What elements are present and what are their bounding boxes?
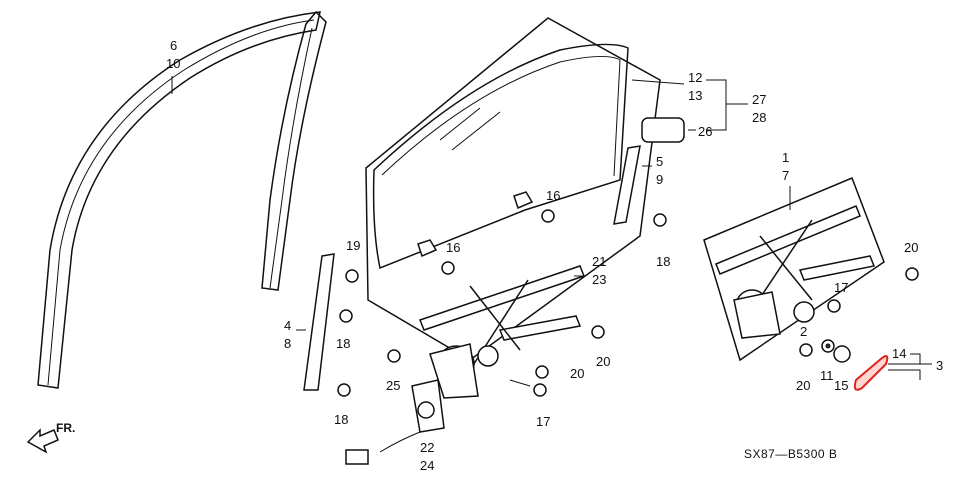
washer-inner (825, 343, 831, 349)
callout-22: 22 (420, 440, 434, 455)
diagram-reference-code: SX87—B5300 B (744, 447, 837, 461)
callout-7: 7 (782, 168, 789, 183)
callout-5: 5 (656, 154, 663, 169)
callout-17a: 17 (536, 414, 550, 429)
rear-run-channel (613, 145, 641, 225)
front-direction-label: FR. (56, 421, 75, 435)
callout-2: 2 (800, 324, 807, 339)
bolt-20c (905, 267, 919, 281)
power-window-regulator-right (703, 177, 885, 362)
roller-guide-highlighted (853, 355, 889, 391)
callout-24: 24 (420, 458, 434, 473)
glass-seal-piece (641, 117, 685, 143)
callout-16a: 16 (546, 188, 560, 203)
lower-run-channel (303, 253, 335, 391)
callout-25: 25 (386, 378, 400, 393)
bolt-18a (339, 309, 353, 323)
callout-16b: 16 (446, 240, 460, 255)
callout-18a: 18 (336, 336, 350, 351)
bolt-16b (441, 261, 455, 275)
callout-21: 21 (592, 254, 606, 269)
leader-lines (171, 76, 932, 387)
callout-3: 3 (936, 358, 943, 373)
front-direction-indicator: FR. (26, 421, 75, 454)
callout-20c: 20 (904, 240, 918, 255)
callout-17b: 17 (834, 280, 848, 295)
callout-15: 15 (834, 378, 848, 393)
bolt-19 (345, 269, 359, 283)
power-window-regulator-left (419, 265, 585, 399)
callout-20a: 20 (596, 354, 610, 369)
callout-26: 26 (698, 124, 712, 139)
callout-14: 14 (892, 346, 906, 361)
door-glass-panel (365, 17, 661, 361)
callout-9: 9 (656, 172, 663, 187)
bolt-18c (653, 213, 667, 227)
callout-12: 12 (688, 70, 702, 85)
callout-10: 10 (166, 56, 180, 71)
bolt-16a (541, 209, 555, 223)
front-arrow-icon (26, 428, 59, 454)
bolt-17a (533, 383, 547, 397)
callout-18c: 18 (656, 254, 670, 269)
callout-4: 4 (284, 318, 291, 333)
callout-23: 23 (592, 272, 606, 287)
callout-labels: 6 10 12 13 27 28 26 5 9 1 7 16 16 19 18 … (166, 38, 943, 473)
callout-19: 19 (346, 238, 360, 253)
bolt-25 (387, 349, 401, 363)
callout-20b: 20 (570, 366, 584, 381)
callout-8: 8 (284, 336, 291, 351)
callout-20d: 20 (796, 378, 810, 393)
callout-18b: 18 (334, 412, 348, 427)
bolt-20b (535, 365, 549, 379)
door-run-channel (37, 10, 327, 389)
callout-11: 11 (820, 368, 834, 383)
callout-6: 6 (170, 38, 177, 53)
bolt-17b (827, 299, 841, 313)
bolt-18b (337, 383, 351, 397)
regulator-gear (793, 301, 815, 323)
spacer-ring (833, 345, 851, 363)
bolts (337, 209, 919, 397)
bolt-20d (799, 343, 813, 357)
power-window-motor (345, 379, 445, 465)
callout-13: 13 (688, 88, 702, 103)
callout-28: 28 (752, 110, 766, 125)
bolt-20a (591, 325, 605, 339)
callout-1: 1 (782, 150, 789, 165)
callout-27: 27 (752, 92, 766, 107)
